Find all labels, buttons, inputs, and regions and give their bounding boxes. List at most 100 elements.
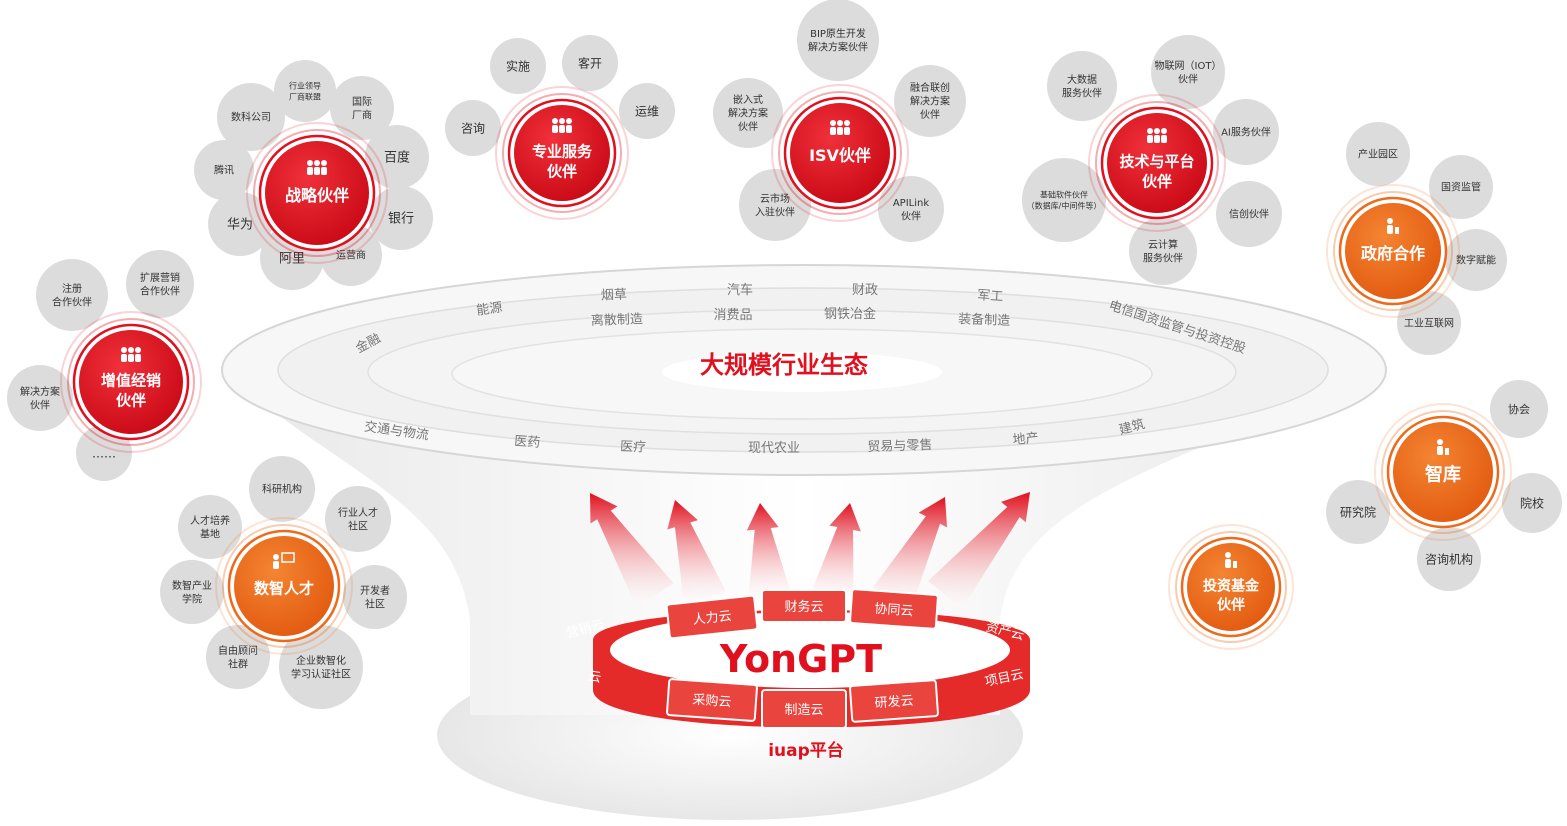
people-group-icon	[121, 347, 141, 362]
cloud-segment: 财务云	[761, 589, 847, 623]
hub-circle	[1393, 422, 1493, 522]
icon-head	[321, 160, 327, 166]
satellite-bubble	[7, 365, 73, 431]
industry-label: 离散制造	[591, 311, 644, 329]
icon-body	[1437, 446, 1443, 455]
industry-label: 现代农业	[748, 441, 800, 456]
hub-title: 政府合作	[1361, 244, 1425, 263]
hub-title: 投资基金伙伴	[1203, 578, 1260, 614]
hub-halo	[771, 84, 909, 222]
hub-halo	[60, 311, 202, 453]
hub-circle	[790, 103, 890, 203]
satellite-label: 大数据服务伙伴	[1062, 73, 1102, 100]
satellite-label-line: 运维	[635, 104, 659, 118]
satellite-label-line: 数智产业	[172, 579, 212, 592]
satellite-label-line: 人才培养	[190, 514, 230, 527]
satellite-label-line: 伙伴	[1178, 72, 1198, 85]
presenter-icon	[273, 552, 295, 569]
cloud-segment-bg	[761, 589, 847, 623]
satellite-label: BIP原生开发解决方案伙伴	[808, 27, 868, 54]
icon-body	[837, 127, 843, 135]
satellite-bubble	[1326, 480, 1390, 544]
satellite-bubble	[1129, 217, 1197, 285]
hub-title-line: 数智人才	[254, 579, 314, 597]
satellite-label: 行业领导厂商联盟	[289, 80, 321, 101]
hub-circle	[1107, 113, 1207, 213]
hub-title: 增值经销伙伴	[101, 371, 161, 409]
satellite-label-line: 厂商联盟	[289, 91, 321, 101]
hub-title-line: 伙伴	[1217, 596, 1245, 613]
hub-halo	[1095, 101, 1219, 225]
cloud-segment-label: 财务云	[784, 599, 823, 615]
icon-head	[566, 118, 572, 124]
icon-head	[121, 347, 127, 353]
satellite-label-line: 解决方案	[910, 95, 950, 108]
icon-body	[1387, 225, 1393, 234]
icon-head	[1161, 128, 1167, 134]
hub-title-line: 专业服务	[532, 142, 593, 160]
icon-head	[837, 120, 843, 126]
ecosystem-title: 大规模行业生态	[700, 351, 868, 379]
hub-halo	[495, 86, 629, 220]
satellite-label-line: 入驻伙伴	[755, 205, 795, 218]
hub-title: 技术与平台伙伴	[1119, 152, 1194, 190]
arrow-up-icon	[872, 497, 948, 609]
satellite-label-line: 扩展营销	[140, 271, 180, 284]
satellite-bubble	[160, 560, 224, 624]
cloud-segment: 协同云	[849, 588, 939, 630]
satellite-label-line: 伙伴	[920, 108, 940, 121]
arrow-up-icon	[590, 493, 674, 607]
icon-body	[1161, 135, 1167, 143]
hub-title-line: 伙伴	[1142, 173, 1172, 191]
hub-title-line: 智库	[1425, 463, 1461, 485]
satellite-label: 客开	[578, 55, 602, 70]
satellite-bubble	[1346, 122, 1410, 186]
satellite-label: 百度	[384, 150, 410, 166]
satellite-label-line: 科研机构	[262, 483, 302, 496]
industry-label: 能源	[476, 300, 504, 318]
satellite-label: 企业数智化学习认证社区	[291, 654, 351, 681]
satellite-label: 研究院	[1340, 504, 1376, 519]
satellite-label: 实施	[506, 58, 530, 73]
icon-body	[135, 354, 141, 362]
icon-body	[830, 127, 836, 135]
icon-head	[844, 120, 850, 126]
satellite-bubble	[894, 65, 966, 137]
satellite-bubble	[619, 83, 675, 139]
cloud-segment-bg	[761, 689, 847, 729]
icon-body	[1395, 227, 1399, 234]
icon-body	[1225, 559, 1231, 568]
satellite-label: 云计算服务伙伴	[1143, 238, 1183, 265]
cloud-segment: 研发云	[849, 679, 939, 723]
satellite-label: AI服务伙伴	[1221, 126, 1271, 139]
satellite-label-line: 社群	[228, 657, 248, 670]
icon-body	[307, 167, 313, 175]
industry-label: 钢铁冶金	[824, 306, 876, 322]
satellite-label-line: 注册	[62, 282, 82, 295]
hub-title-line: 战略伙伴	[285, 186, 349, 205]
people-group-icon	[307, 160, 327, 175]
satellite-label-line: 伙伴	[901, 209, 921, 222]
arrow-up-icon	[667, 500, 727, 605]
satellite-bubble	[739, 169, 811, 241]
satellite-bubble	[194, 140, 254, 200]
satellite-bubble	[206, 625, 270, 689]
satellite-label-line: 研究院	[1340, 504, 1376, 519]
satellite-label-line: APILink	[893, 198, 930, 209]
cloud-ring: 人力云财务云协同云采购云制造云研发云营销云云资产云项目云	[564, 588, 1030, 729]
satellite-label: 华为	[227, 218, 253, 233]
industry-label: 地产	[1012, 431, 1039, 448]
icon-head	[128, 347, 134, 353]
satellite-label: 物联网（IOT）伙伴	[1155, 59, 1222, 86]
hub-halo	[1333, 191, 1453, 311]
icon-head	[1387, 218, 1393, 224]
cloud-segment-label: 云	[587, 669, 602, 686]
satellite-label: 运营商	[336, 249, 366, 262]
satellite-label-line: 云计算	[1148, 238, 1178, 251]
industry-label: 装备制造	[958, 311, 1011, 329]
satellite-label-line: 嵌入式	[733, 93, 763, 106]
satellite-bubble	[1047, 51, 1117, 121]
satellite-bubble	[126, 250, 194, 318]
satellite-label-line: 客开	[578, 55, 602, 70]
